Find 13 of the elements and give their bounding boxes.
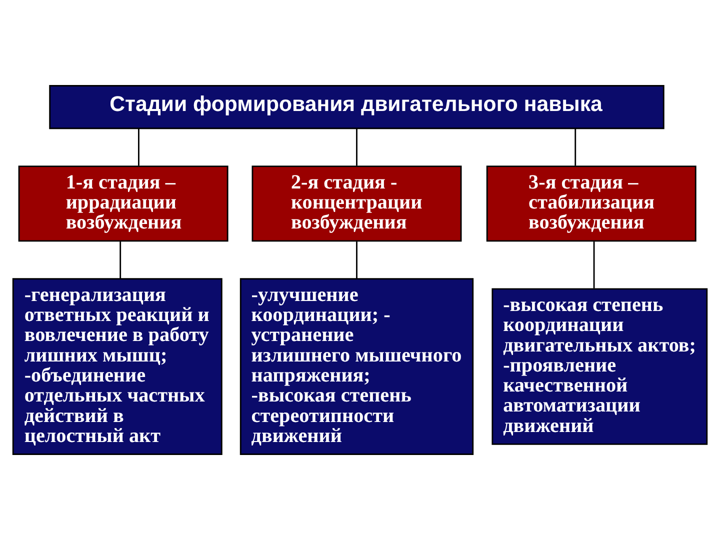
connector	[356, 128, 358, 166]
node-box: 1-я стадия – иррадиации возбуждения	[18, 166, 228, 242]
node-box: -улучшение координации; - устранение излишнего мышечного напряжения; -высокая степень стереотипности движений	[240, 278, 474, 455]
connector	[138, 128, 140, 166]
connector	[356, 242, 358, 279]
connector	[574, 128, 576, 166]
node-box: -генерализация ответных реакций и вовлечение в работу лишних мышц; -объединение отдельных частных действий в целостный акт	[12, 278, 222, 455]
node-box: -высокая степень координации двигательных актов; -проявление качественной автоматизации движений	[492, 288, 708, 445]
node-box: Стадии формирования двигательного навыка	[49, 85, 664, 130]
connector	[593, 242, 595, 288]
connector	[120, 242, 122, 279]
node-box: 3-я стадия – стабилизация возбуждения	[486, 166, 696, 242]
node-box: 2-я стадия - концентрации возбуждения	[252, 166, 462, 242]
